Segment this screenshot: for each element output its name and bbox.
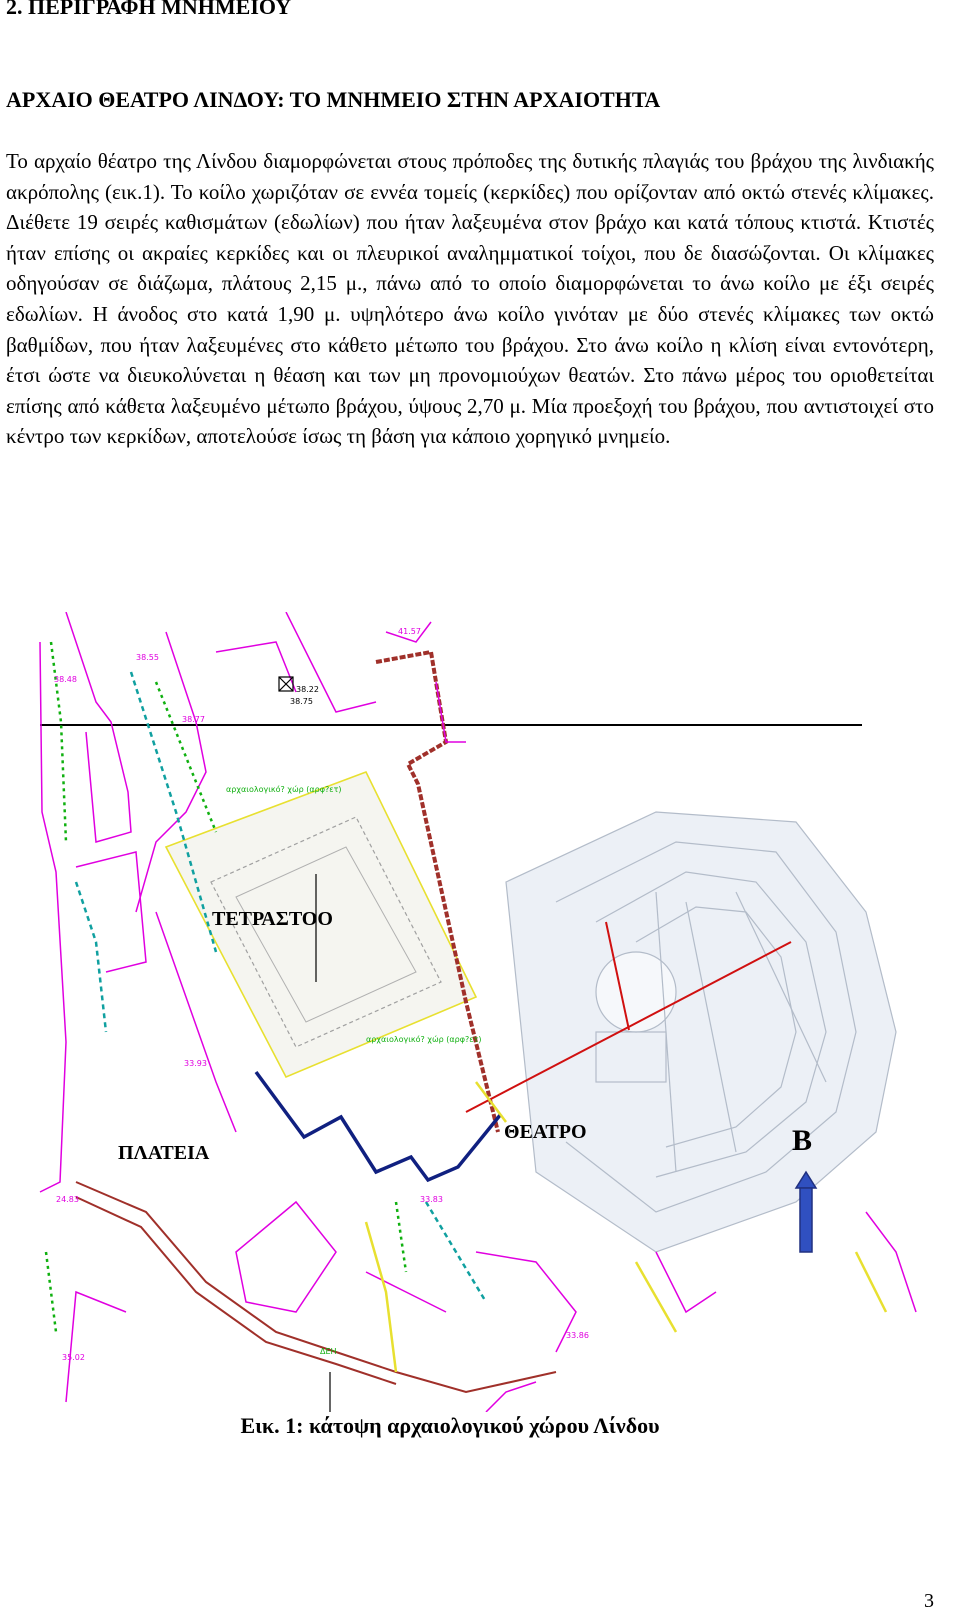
- elevation-label: 38.55: [136, 653, 159, 662]
- theatre-plan: [505, 811, 897, 1253]
- label-theatro: ΘΕΑΤΡΟ: [504, 1121, 587, 1143]
- elevation-label: 41.57: [398, 627, 421, 636]
- elevation-label: 33.83: [420, 1195, 443, 1204]
- elevation-label: 38.22: [296, 685, 319, 694]
- section-heading: 2. ΠΕΡΙΓΡΑΦΗ ΜΝΗΜΕΙΟΥ: [6, 0, 292, 19]
- body-paragraph: Το αρχαίο θέατρο της Λίνδου διαμορφώνετα…: [6, 149, 934, 449]
- site-plan-drawing: 41.57 38.48 38.55 38.22 38.75 38.77 33.9…: [39, 612, 917, 1412]
- cadastral-edges: [44, 641, 488, 1333]
- annotation-label: αρχαιολογικό? χώρ (αρφ?ετ): [226, 784, 342, 794]
- tetrastoo-plan: [164, 770, 478, 1079]
- annotation-label: ΔΕΗ: [320, 1347, 337, 1356]
- figure-caption: Εικ. 1: κάτοψη αρχαιολογικού χώρου Λίνδο…: [240, 1413, 660, 1438]
- property-lines: [39, 612, 917, 1412]
- annotation-label: αρχαιολογικό? χώρ (αρφ?ετ): [366, 1034, 482, 1044]
- label-tetrastoo: ΤΕΤΡΑΣΤΟΟ: [212, 908, 333, 930]
- road: [75, 1181, 557, 1394]
- elevation-label: 35.02: [62, 1353, 85, 1362]
- building-marker: [278, 676, 294, 692]
- site-plan-figure: 41.57 38.48 38.55 38.22 38.75 38.77 33.9…: [36, 612, 936, 1412]
- elevation-label: 38.77: [182, 715, 205, 724]
- elevation-label: 33.86: [566, 1331, 589, 1340]
- annotation-labels: αρχαιολογικό? χώρ (αρφ?ετ) αρχαιολογικό?…: [226, 784, 482, 1356]
- page-number: 3: [924, 1590, 934, 1612]
- north-arrow: [794, 1170, 818, 1253]
- elevation-label: 33.93: [184, 1059, 207, 1068]
- elevation-label: 24.83: [56, 1195, 79, 1204]
- brown-wall: [375, 649, 500, 1133]
- yellow-lines: [364, 1081, 888, 1373]
- label-north: Β: [792, 1124, 813, 1157]
- elevation-label: 38.48: [54, 675, 77, 684]
- elevation-label: 38.75: [290, 697, 313, 706]
- label-plateia: ΠΛΑΤΕΙΑ: [118, 1142, 210, 1164]
- elevation-labels: 41.57 38.48 38.55 38.22 38.75 38.77 33.9…: [54, 627, 589, 1362]
- navy-wall: [254, 1070, 503, 1183]
- page-title: ΑΡΧΑΙΟ ΘΕΑΤΡΟ ΛΙΝΔΟΥ: ΤΟ ΜΝΗΜΕΙΟ ΣΤΗΝ ΑΡ…: [6, 87, 661, 112]
